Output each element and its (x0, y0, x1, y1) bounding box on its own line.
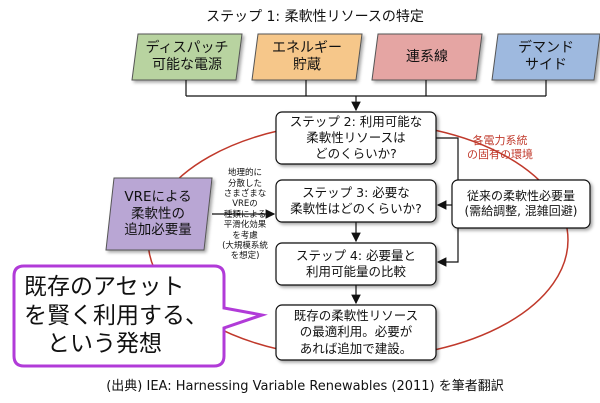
final-step-label: 既存の柔軟性リソース の最適利用。必要が あれば追加で建設。 (293, 308, 419, 356)
source-box-interconnection (371, 33, 483, 81)
source-label-dispatchable: ディスパッチ 可能な電源 (145, 40, 229, 73)
conventional-requirement-box (451, 179, 591, 229)
diagram-title: ステップ 1: 柔軟性リソースの特定 (206, 9, 424, 26)
source-box-dispatchable (131, 33, 243, 81)
source-label-interconnection: 連系線 (406, 48, 448, 65)
vre-smoothing-note: 地理的に 分散した さまざまな VREの 種類による 平滑化効果 を考慮 (大規… (222, 168, 268, 262)
step2-label: ステップ 2: 利用可能な 柔軟性リソースは どのくらいか? (289, 113, 423, 162)
vre-requirement-label: VREによる 柔軟性の 追加必要量 (124, 188, 192, 239)
vre-requirement-box (105, 177, 213, 251)
step4-label: ステップ 4: 必要量と 利用可能量の比較 (295, 247, 417, 279)
source-label-storage: エネルギー 貯蔵 (272, 40, 342, 73)
callout-bubble (12, 264, 268, 368)
callout-text: 既存のアセット を賢く利用する、 という発想 (24, 273, 208, 358)
inherent-environment-label: 各電力系統 の固有の環境 (467, 134, 533, 161)
collector-lines (185, 80, 547, 97)
source-box-demand-side (491, 33, 600, 81)
source-box-storage (251, 33, 363, 81)
final-box (275, 304, 437, 361)
source-label-demand-side: デマンド サイド (518, 40, 574, 73)
source-citation: (出典) IEA: Harnessing Variable Renewables… (106, 378, 504, 394)
conventional-requirement-label: 従来の柔軟性必要量 (需給調整, 混雑回避) (464, 189, 578, 218)
step3-label: ステップ 3: 必要な 柔軟性はどのくらいか? (290, 184, 422, 216)
